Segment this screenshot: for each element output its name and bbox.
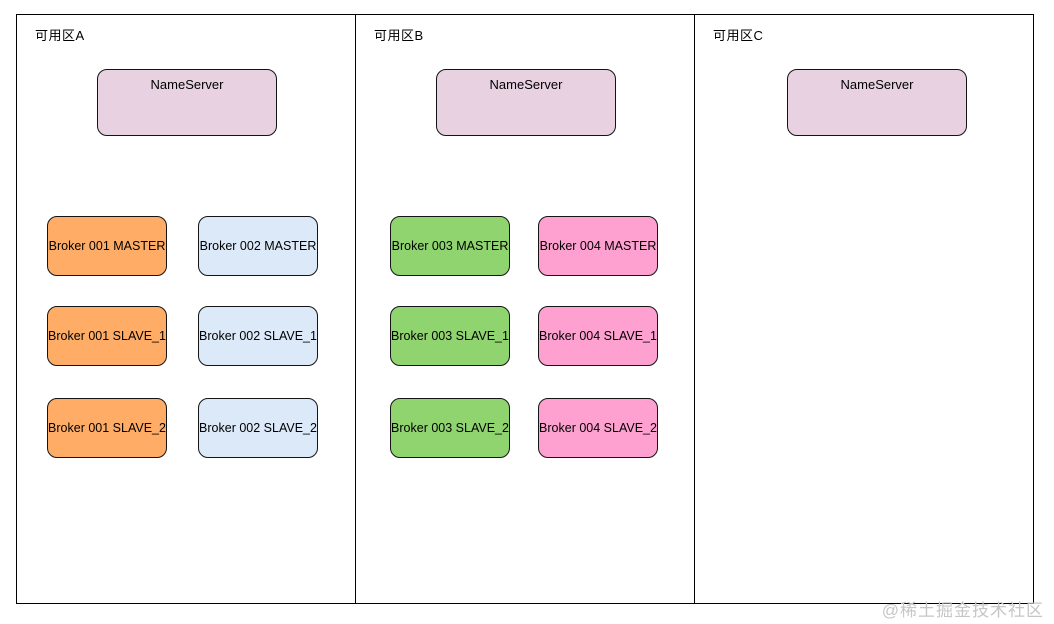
broker-003-slave2-node: Broker 003 SLAVE_2	[390, 398, 510, 458]
diagram-canvas: 可用区A NameServer Broker 001 MASTER Broker…	[16, 14, 1034, 604]
broker-label: Broker 002 SLAVE_1	[199, 329, 317, 343]
broker-label: Broker 003 SLAVE_1	[391, 329, 509, 343]
broker-label: Broker 004 SLAVE_1	[539, 329, 657, 343]
zone-c: 可用区C NameServer	[694, 14, 1034, 604]
broker-002-slave2-node: Broker 002 SLAVE_2	[198, 398, 318, 458]
zone-b-title: 可用区B	[374, 28, 424, 43]
broker-004-slave1-node: Broker 004 SLAVE_1	[538, 306, 658, 366]
broker-004-master-node: Broker 004 MASTER	[538, 216, 658, 276]
zone-a-title: 可用区A	[35, 28, 85, 43]
zone-c-nameserver-node: NameServer	[787, 69, 967, 136]
zone-c-title: 可用区C	[713, 28, 764, 43]
zone-a: 可用区A NameServer Broker 001 MASTER Broker…	[16, 14, 356, 604]
nameserver-label: NameServer	[840, 77, 914, 92]
broker-label: Broker 001 MASTER	[48, 239, 166, 253]
broker-label: Broker 003 SLAVE_2	[391, 421, 509, 435]
broker-002-slave1-node: Broker 002 SLAVE_1	[198, 306, 318, 366]
broker-label: Broker 004 SLAVE_2	[539, 421, 657, 435]
broker-001-slave2-node: Broker 001 SLAVE_2	[47, 398, 167, 458]
broker-003-master-node: Broker 003 MASTER	[390, 216, 510, 276]
broker-label: Broker 004 MASTER	[539, 239, 657, 253]
zone-b-nameserver-node: NameServer	[436, 69, 616, 136]
broker-label: Broker 001 SLAVE_2	[48, 421, 166, 435]
zone-a-nameserver-node: NameServer	[97, 69, 277, 136]
broker-001-master-node: Broker 001 MASTER	[47, 216, 167, 276]
zone-b: 可用区B NameServer Broker 003 MASTER Broker…	[355, 14, 695, 604]
nameserver-label: NameServer	[489, 77, 563, 92]
broker-label: Broker 002 SLAVE_2	[199, 421, 317, 435]
broker-001-slave1-node: Broker 001 SLAVE_1	[47, 306, 167, 366]
nameserver-label: NameServer	[150, 77, 224, 92]
broker-003-slave1-node: Broker 003 SLAVE_1	[390, 306, 510, 366]
broker-label: Broker 001 SLAVE_1	[48, 329, 166, 343]
watermark: @稀土掘金技术社区	[881, 601, 1044, 620]
broker-label: Broker 002 MASTER	[199, 239, 317, 253]
broker-004-slave2-node: Broker 004 SLAVE_2	[538, 398, 658, 458]
broker-label: Broker 003 MASTER	[391, 239, 509, 253]
broker-002-master-node: Broker 002 MASTER	[198, 216, 318, 276]
